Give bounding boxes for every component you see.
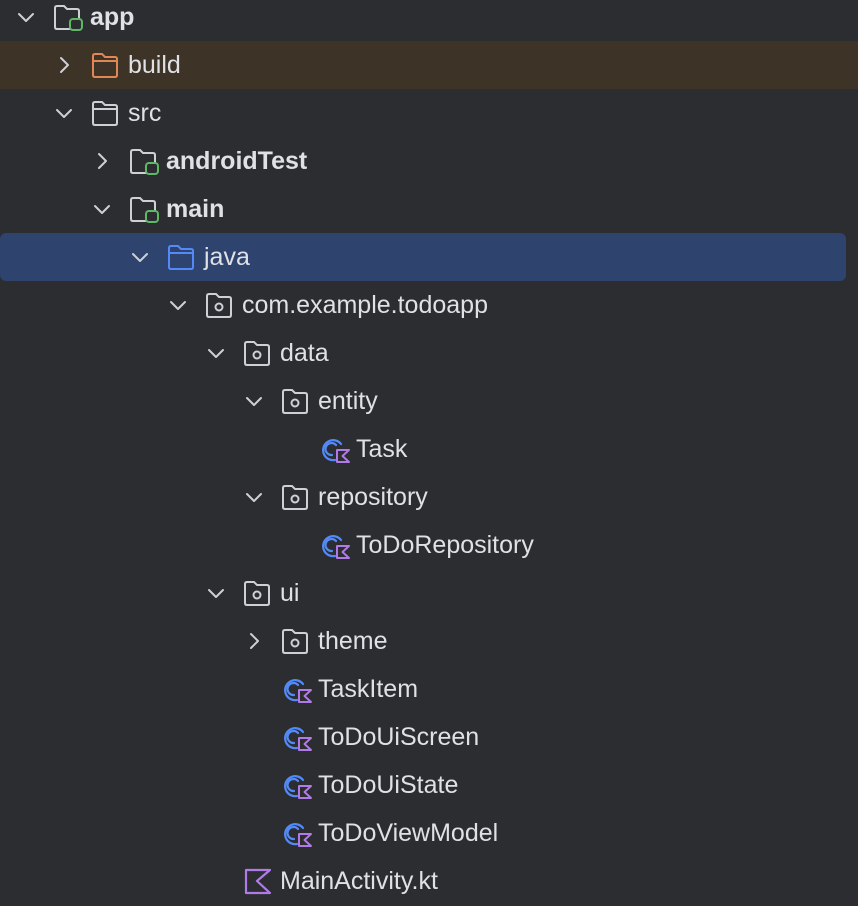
chevron-down-icon[interactable] (168, 295, 188, 315)
tree-row-theme[interactable]: theme (0, 617, 858, 665)
tree-row-label: TaskItem (318, 675, 419, 703)
tree-row-taskitem[interactable]: TaskItem (0, 665, 858, 713)
tree-row-label: entity (318, 387, 378, 415)
tree-row-com-example-todoapp[interactable]: com.example.todoapp (0, 281, 858, 329)
tree-row-label: build (128, 51, 181, 79)
module-folder-icon (53, 4, 83, 31)
folder-icon (91, 100, 121, 126)
tree-row-src[interactable]: src (0, 89, 858, 137)
tree-row-todouistate[interactable]: ToDoUiState (0, 761, 858, 809)
kotlin-file-icon (243, 868, 273, 895)
source-root-folder-icon (167, 244, 197, 270)
tree-row-label: ToDoUiScreen (318, 723, 480, 751)
tree-row-app[interactable]: app (0, 0, 858, 41)
package-icon (243, 340, 273, 366)
package-icon (205, 292, 235, 318)
tree-row-label: ToDoUiState (318, 771, 459, 799)
chevron-down-icon[interactable] (244, 487, 264, 507)
tree-row-task[interactable]: Task (0, 425, 858, 473)
kotlin-class-icon (281, 772, 312, 799)
chevron-down-icon[interactable] (54, 103, 74, 123)
tree-row-label: java (204, 243, 250, 271)
tree-row-label: data (280, 339, 329, 367)
chevron-down-icon[interactable] (206, 343, 226, 363)
kotlin-class-icon (281, 724, 312, 751)
tree-row-todouiscreen[interactable]: ToDoUiScreen (0, 713, 858, 761)
tree-row-label: ui (280, 579, 300, 607)
tree-row-ui[interactable]: ui (0, 569, 858, 617)
tree-row-repository[interactable]: repository (0, 473, 858, 521)
tree-row-label: ToDoViewModel (318, 819, 499, 847)
tree-row-label: theme (318, 627, 388, 655)
package-icon (281, 484, 311, 510)
chevron-down-icon[interactable] (16, 7, 36, 27)
chevron-down-icon[interactable] (92, 199, 112, 219)
tree-row-data[interactable]: data (0, 329, 858, 377)
tree-row-label: main (166, 195, 225, 223)
tree-row-main[interactable]: main (0, 185, 858, 233)
tree-row-label: com.example.todoapp (242, 291, 488, 319)
package-icon (243, 580, 273, 606)
chevron-down-icon[interactable] (130, 247, 150, 267)
tree-row-mainactivity[interactable]: MainActivity.kt (0, 857, 858, 905)
tree-row-java[interactable]: java (0, 233, 846, 281)
tree-row-todoviewmodel[interactable]: ToDoViewModel (0, 809, 858, 857)
module-folder-icon (129, 148, 159, 175)
kotlin-class-icon (281, 676, 312, 703)
tree-row-label: MainActivity.kt (280, 867, 438, 895)
package-icon (281, 628, 311, 654)
tree-row-entity[interactable]: entity (0, 377, 858, 425)
tree-row-label: Task (356, 435, 408, 463)
tree-row-label: app (90, 3, 135, 31)
chevron-down-icon[interactable] (206, 583, 226, 603)
kotlin-class-icon (319, 436, 350, 463)
tree-row-label: ToDoRepository (356, 531, 534, 559)
chevron-right-icon[interactable] (244, 631, 264, 651)
tree-row-label: src (128, 99, 162, 127)
chevron-down-icon[interactable] (244, 391, 264, 411)
tree-row-androidtest[interactable]: androidTest (0, 137, 858, 185)
package-icon (281, 388, 311, 414)
tree-row-build[interactable]: build (0, 41, 858, 89)
kotlin-class-icon (319, 532, 350, 559)
kotlin-class-icon (281, 820, 312, 847)
chevron-right-icon[interactable] (54, 55, 74, 75)
chevron-right-icon[interactable] (92, 151, 112, 171)
tree-row-todorepository[interactable]: ToDoRepository (0, 521, 858, 569)
module-folder-icon (129, 196, 159, 223)
tree-row-label: androidTest (166, 147, 308, 175)
tree-row-label: repository (318, 483, 428, 511)
excluded-folder-icon (91, 52, 121, 78)
